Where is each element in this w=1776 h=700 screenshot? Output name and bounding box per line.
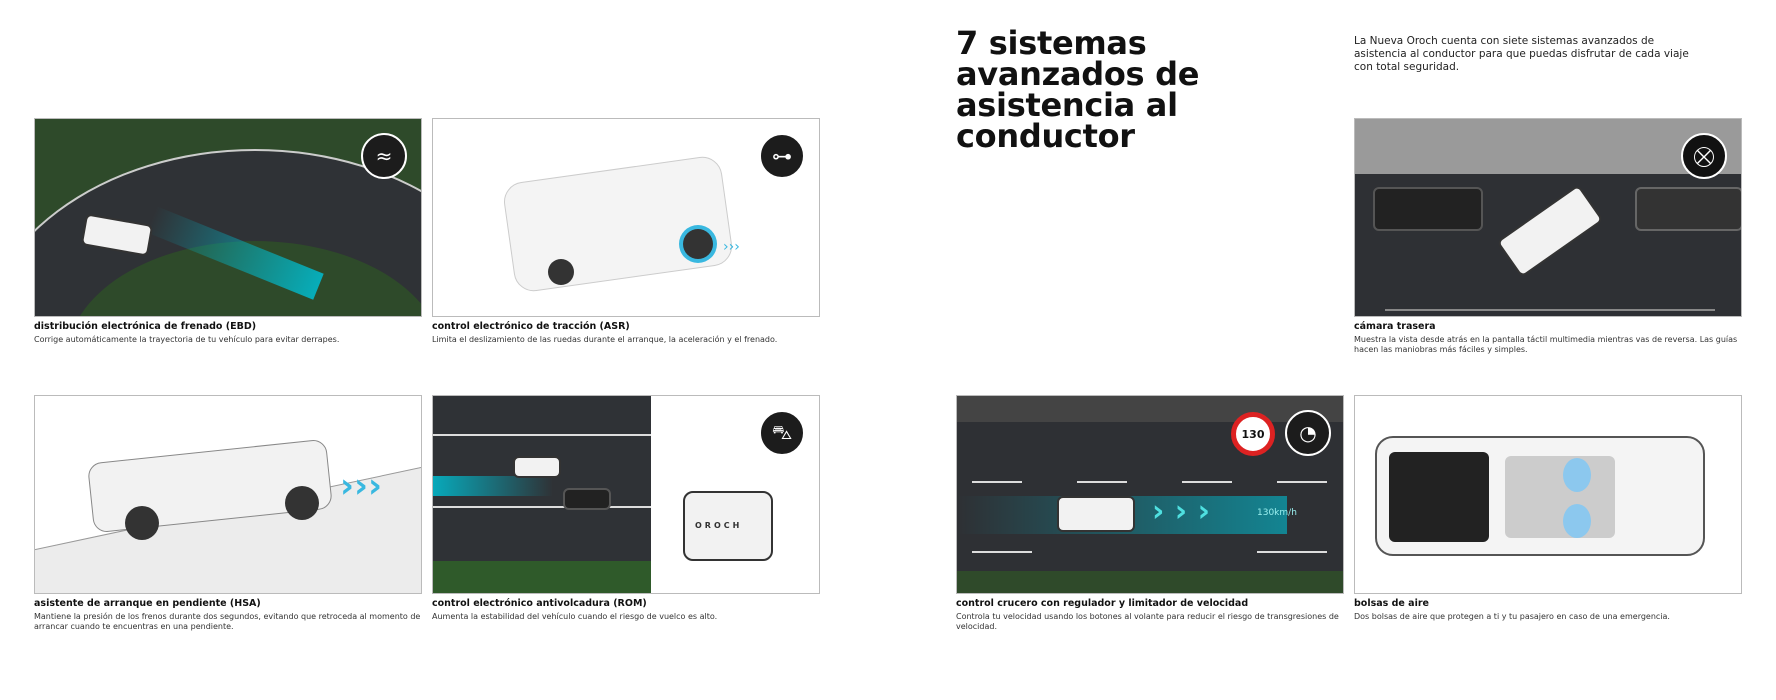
feature-title: control crucero con regulador y limitado… bbox=[956, 598, 1249, 609]
feature-title: bolsas de aire bbox=[1354, 598, 1429, 609]
skid-control-icon: ≈ bbox=[361, 133, 407, 179]
feature-desc: Mantiene la presión de los frenos durant… bbox=[34, 612, 421, 631]
hsa-image: ››› bbox=[34, 395, 422, 594]
asr-caption: control electrónico de tracción (ASR) Li… bbox=[432, 321, 820, 345]
feature-title: distribución electrónica de frenado (EBD… bbox=[34, 321, 257, 332]
feature-desc: Limita el deslizamiento de las ruedas du… bbox=[432, 335, 778, 344]
rear-camera-icon: ⛒ bbox=[1681, 133, 1727, 179]
airbags-image bbox=[1354, 395, 1742, 594]
traction-axle-icon: ⊶ bbox=[759, 133, 805, 179]
feature-desc: Corrige automáticamente la trayectoria d… bbox=[34, 335, 340, 344]
ebd-caption: distribución electrónica de frenado (EBD… bbox=[34, 321, 422, 345]
speed-limit-icon: 130 bbox=[1231, 412, 1275, 456]
feature-title: control electrónico de tracción (ASR) bbox=[432, 321, 630, 332]
feature-desc: Dos bolsas de aire que protegen a ti y t… bbox=[1354, 612, 1670, 621]
cruise-caption: control crucero con regulador y limitado… bbox=[956, 598, 1344, 632]
hsa-caption: asistente de arranque en pendiente (HSA)… bbox=[34, 598, 422, 632]
feature-desc: Controla tu velocidad usando los botones… bbox=[956, 612, 1339, 631]
rollover-car-icon: ⛍ bbox=[759, 410, 805, 456]
rear-camera-image: ⛒ bbox=[1354, 118, 1742, 317]
rom-caption: control electrónico antivolcadura (ROM) … bbox=[432, 598, 820, 622]
rear-camera-caption: cámara trasera Muestra la vista desde at… bbox=[1354, 321, 1742, 355]
feature-title: cámara trasera bbox=[1354, 321, 1436, 332]
asr-image: ››› ⊶ bbox=[432, 118, 820, 317]
feature-desc: Muestra la vista desde atrás en la panta… bbox=[1354, 335, 1738, 354]
speed-label: 130km/h bbox=[1257, 508, 1297, 518]
feature-title: asistente de arranque en pendiente (HSA) bbox=[34, 598, 261, 609]
cruise-control-icon: ◔ bbox=[1285, 410, 1331, 456]
oroch-tailgate-logo: OROCH bbox=[695, 521, 743, 530]
cruise-control-image: › › › 130km/h 130 ◔ bbox=[956, 395, 1344, 594]
rom-image: OROCH ⛍ bbox=[432, 395, 820, 594]
feature-desc: Aumenta la estabilidad del vehículo cuan… bbox=[432, 612, 718, 621]
ebd-image: ≈ bbox=[34, 118, 422, 317]
page-title: 7 sistemas avanzados de asistencia al co… bbox=[956, 24, 1200, 155]
airbags-caption: bolsas de aire Dos bolsas de aire que pr… bbox=[1354, 598, 1742, 622]
feature-title: control electrónico antivolcadura (ROM) bbox=[432, 598, 647, 609]
intro-text: La Nueva Oroch cuenta con siete sistemas… bbox=[1354, 35, 1689, 73]
speed-limit-value: 130 bbox=[1241, 427, 1265, 441]
